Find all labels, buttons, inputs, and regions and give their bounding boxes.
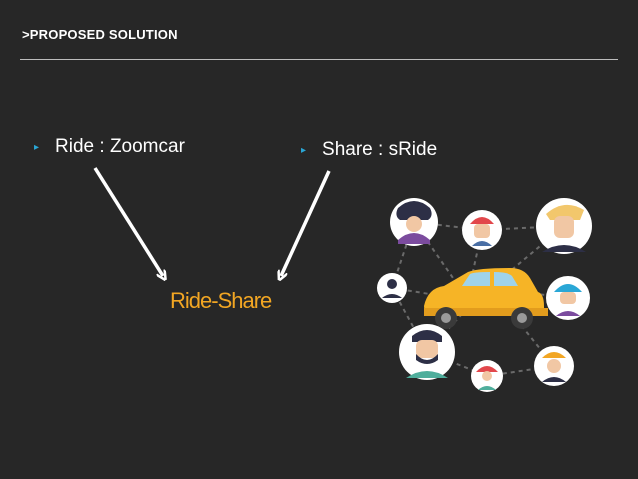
bullet-share: ▸ Share : sRide [301,139,437,161]
rideshare-network-illustration [377,198,592,392]
bullet-share-label: Share : sRide [322,139,438,160]
avatar-icon [377,273,407,303]
avatar-icon [546,276,590,320]
arrow-left [93,167,163,276]
slide-title: >PROPOSED SOLUTION [22,27,178,42]
avatar-icon [534,346,574,386]
title-divider [20,59,618,60]
avatar-icon [462,210,502,250]
bullet-marker-icon: ▸ [34,141,40,153]
avatar-icon [471,360,503,392]
car-icon [424,268,548,329]
avatar-icon [536,198,592,254]
bullet-ride-label: Ride : Zoomcar [55,136,185,157]
ride-share-label: Ride-Share [170,288,272,313]
bullet-marker-icon: ▸ [301,144,307,156]
bullet-ride: ▸ Ride : Zoomcar [34,136,185,158]
avatar-icon [399,324,455,380]
avatar-icon [390,198,438,246]
arrow-right [281,170,331,276]
